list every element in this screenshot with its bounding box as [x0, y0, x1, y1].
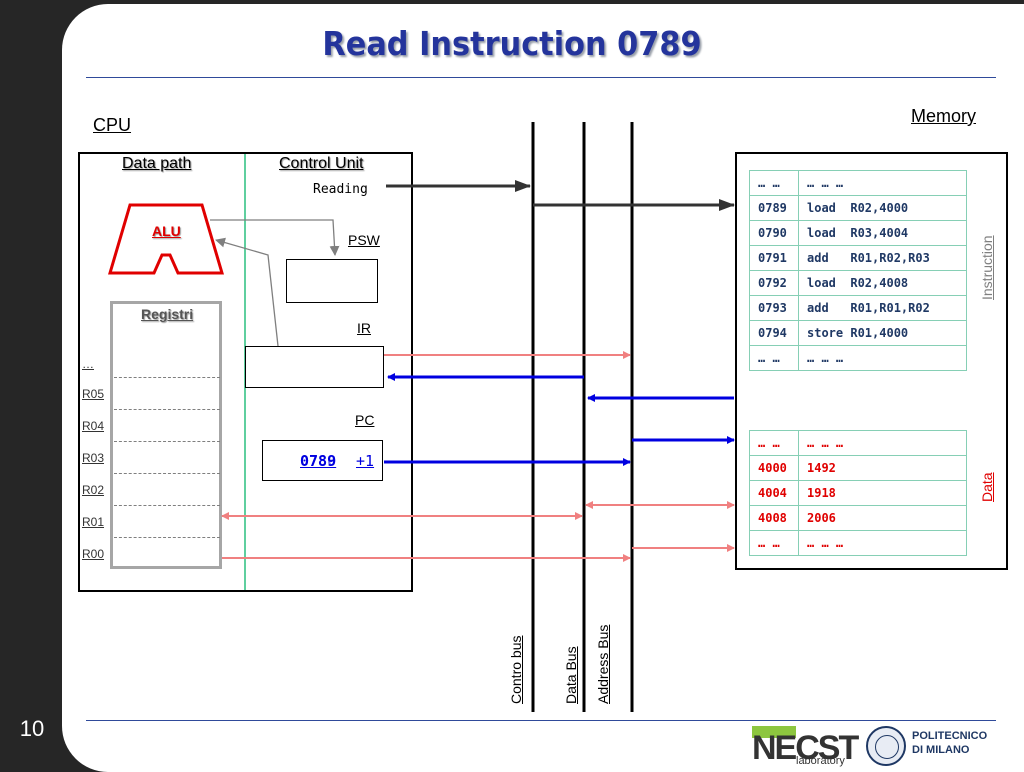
memory-address: 0790 — [749, 220, 799, 246]
slide-title: Read Instruction 0789 — [322, 24, 702, 63]
psw-register — [286, 259, 378, 303]
register-divider — [114, 409, 220, 410]
register-label-ellipsis: … — [82, 357, 94, 371]
register-label-r01: R01 — [82, 515, 105, 529]
necst-logo-text: NECST — [752, 729, 859, 767]
alu-label: ALU — [152, 223, 181, 239]
bus-lines — [531, 122, 634, 712]
memory-address: … … — [749, 530, 799, 556]
polimi-seal-icon — [866, 726, 906, 766]
necst-logo-accent — [752, 726, 796, 738]
register-label-r03: R03 — [82, 451, 105, 465]
memory-address: 0792 — [749, 270, 799, 296]
pc-increment: +1 — [356, 452, 375, 470]
memory-label: Memory — [911, 106, 977, 126]
pc-label: PC — [355, 412, 375, 428]
alu-shape — [108, 203, 224, 275]
title-rule — [86, 77, 996, 78]
memory-content: … … … — [798, 430, 967, 456]
memory-content: … … … — [798, 345, 967, 371]
memory-address: … … — [749, 345, 799, 371]
register-divider — [114, 441, 220, 442]
polimi-line-1: POLITECNICO — [912, 730, 988, 742]
memory-content: store R01,4000 — [798, 320, 967, 346]
ir-register — [245, 346, 384, 388]
data-path-label: Data path — [122, 155, 192, 172]
alu-connections — [210, 219, 340, 347]
register-file — [110, 301, 222, 569]
register-label-r02: R02 — [82, 483, 105, 497]
register-label-r05: R05 — [82, 387, 105, 401]
register-divider — [114, 505, 220, 506]
pc-value: 0789 — [300, 452, 337, 470]
active-transfer-arrows — [384, 373, 735, 466]
memory-content: load R03,4004 — [798, 220, 967, 246]
memory-content: … … … — [798, 170, 967, 196]
register-divider — [114, 537, 220, 538]
memory-content: … … … — [798, 530, 967, 556]
polimi-seal-inner — [875, 735, 899, 759]
polimi-logo-text: POLITECNICO DI MILANO — [912, 729, 987, 757]
polimi-line-2: DI MILANO — [912, 744, 970, 756]
register-divider — [114, 473, 220, 474]
register-label-r00: R00 — [82, 547, 105, 561]
memory-address: 4008 — [749, 505, 799, 531]
pc-value-overwrite: 0780 — [300, 452, 337, 470]
memory-content: 1492 — [798, 455, 967, 481]
memory-content: load R02,4008 — [798, 270, 967, 296]
control-unit-label: Control Unit — [279, 155, 364, 172]
idle-transfer-arrows — [221, 351, 735, 562]
footer-rule — [86, 720, 996, 721]
control-signal-arrows — [386, 180, 735, 211]
memory-address: 0793 — [749, 295, 799, 321]
table-row: … …… … … — [749, 170, 967, 196]
table-row: … …… … … — [749, 530, 967, 556]
memory-content: load R02,4000 — [798, 195, 967, 221]
cpu-label: CPU — [93, 115, 132, 135]
ir-label: IR — [357, 320, 371, 336]
reading-signal: Reading — [313, 182, 368, 197]
table-row: … …… … … — [749, 345, 967, 371]
memory-address: 0789 — [749, 195, 799, 221]
necst-logo: NECST laboratory — [752, 726, 859, 768]
page-number: 10 — [19, 716, 45, 741]
register-divider — [114, 377, 220, 378]
registers-label: Registri — [141, 306, 194, 322]
register-label-r04: R04 — [82, 419, 105, 433]
pc-register — [262, 440, 383, 481]
necst-logo-subtitle: laboratory — [796, 755, 845, 767]
psw-label: PSW — [348, 232, 380, 248]
